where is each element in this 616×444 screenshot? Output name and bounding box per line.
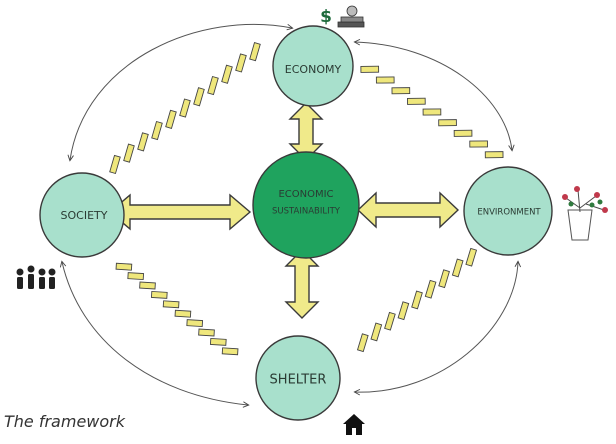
chain-link-society-shelter [162, 300, 180, 309]
society-node: SOCIETY [39, 172, 125, 258]
chain-link-economy-society [221, 64, 233, 84]
chain-link-environment-shelter [451, 258, 464, 278]
people-icon [16, 265, 56, 289]
chain-link-society-shelter [221, 347, 239, 356]
connector-chains [109, 42, 504, 356]
house-icon [343, 414, 365, 435]
economy-label: ECONOMY [285, 63, 342, 76]
chain-link-environment-shelter [356, 333, 369, 353]
cycle-arrow-shelter-society [62, 262, 248, 405]
chain-link-economy-society [249, 42, 261, 62]
cycle-arrow-environment-shelter [355, 262, 518, 392]
chain-link-society-shelter [127, 272, 145, 281]
chain-link-economy-environment [360, 65, 380, 73]
chain-link-economy-society [123, 143, 135, 163]
chain-link-environment-shelter [465, 247, 478, 267]
chain-link-society-shelter [150, 290, 168, 299]
chain-link-society-shelter [139, 281, 156, 290]
chain-link-society-shelter [115, 262, 133, 271]
chain-link-economy-environment [453, 129, 473, 137]
plant-icon [562, 186, 608, 241]
shelter-node: SHELTER [255, 335, 341, 421]
chain-link-environment-shelter [438, 269, 450, 289]
caption: The framework [4, 412, 126, 431]
cycle-arrow-economy-environment [355, 42, 512, 150]
chain-link-economy-society [165, 109, 177, 129]
chain-link-economy-environment [375, 76, 395, 84]
center-node: ECONOMIC SUSTAINABILITY [252, 151, 360, 259]
chain-link-economy-society [235, 53, 247, 73]
chain-link-economy-society [207, 75, 219, 96]
chain-link-environment-shelter [370, 322, 383, 342]
double-arrow-center-environment [356, 191, 460, 229]
chain-link-economy-society [109, 154, 121, 175]
society-label: SOCIETY [61, 209, 108, 222]
center-label-line2: SUSTAINABILITY [272, 207, 341, 217]
shelter-label: SHELTER [270, 373, 327, 388]
chain-link-economy-environment [484, 151, 504, 159]
chain-link-economy-society [193, 87, 205, 107]
economy-node: ECONOMY [272, 25, 354, 107]
money-icon: $ [320, 5, 365, 28]
chain-link-economy-environment [407, 97, 426, 105]
chain-link-society-shelter [186, 319, 204, 328]
chain-link-economy-environment [469, 140, 488, 148]
center-label-line1: ECONOMIC [278, 189, 333, 200]
chain-link-society-shelter [209, 337, 227, 346]
chain-link-society-shelter [174, 309, 192, 318]
environment-node: ENVIRONMENT [463, 166, 553, 256]
chain-link-economy-environment [391, 87, 411, 95]
chain-link-economy-environment [438, 119, 457, 127]
chain-link-environment-shelter [411, 290, 423, 310]
svg-text:$: $ [320, 7, 332, 27]
environment-label: ENVIRONMENT [477, 208, 541, 218]
cycle-arrow-society-economy [70, 24, 292, 160]
chain-link-economy-society [179, 98, 191, 118]
chain-link-economy-society [151, 120, 163, 141]
chain-link-economy-environment [422, 108, 442, 116]
double-arrow-center-society [108, 193, 252, 231]
double-arrow-center-shelter [284, 249, 320, 319]
chain-link-environment-shelter [424, 279, 437, 299]
chain-link-environment-shelter [397, 301, 410, 321]
chain-link-society-shelter [198, 328, 215, 337]
chain-link-environment-shelter [384, 311, 396, 331]
chain-link-economy-society [137, 132, 149, 152]
